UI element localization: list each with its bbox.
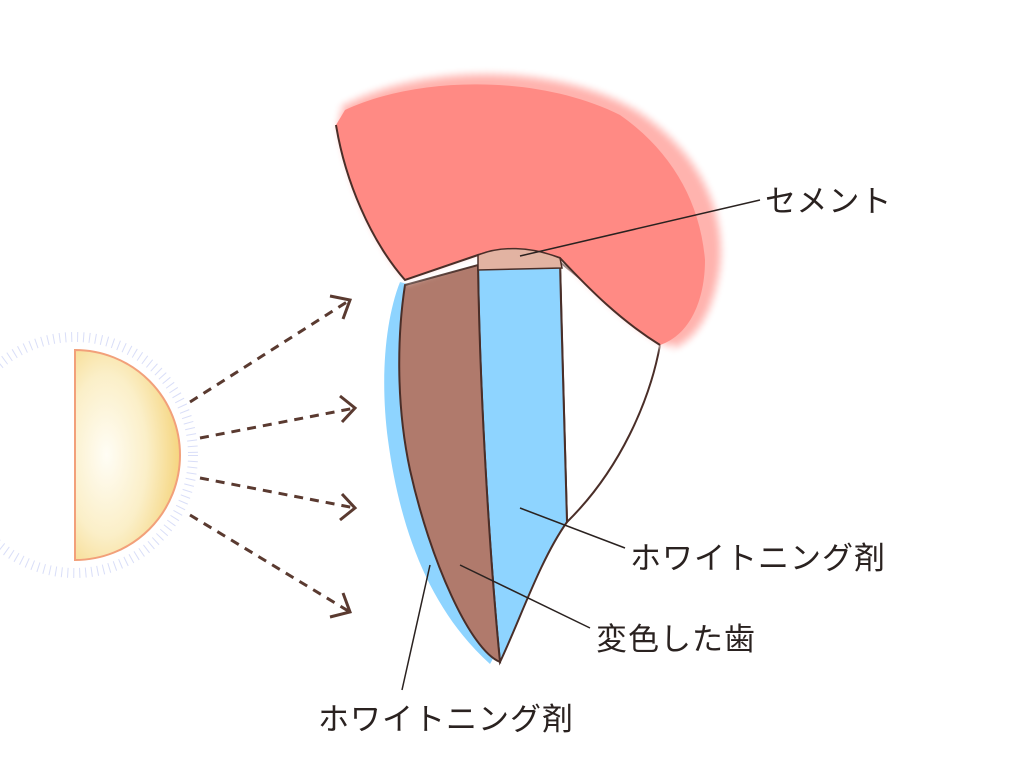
whitening-agent-outer-coat bbox=[384, 282, 495, 664]
gum bbox=[330, 66, 729, 356]
arrow-icon bbox=[189, 513, 352, 619]
label-whitening-agent-outer: ホワイトニング剤 bbox=[318, 702, 574, 738]
light-arrows bbox=[189, 294, 358, 619]
label-discolored-tooth: 変色した歯 bbox=[596, 622, 756, 658]
label-cement: セメント bbox=[765, 184, 893, 220]
cement bbox=[477, 247, 563, 271]
leader-lines bbox=[401, 199, 761, 691]
sun-icon bbox=[0, 332, 198, 578]
arrow-icon bbox=[199, 394, 358, 440]
arrow-icon bbox=[199, 476, 358, 522]
discolored-tooth bbox=[398, 263, 502, 664]
arrow-icon bbox=[189, 294, 353, 404]
label-whitening-agent-inner: ホワイトニング剤 bbox=[630, 541, 886, 577]
